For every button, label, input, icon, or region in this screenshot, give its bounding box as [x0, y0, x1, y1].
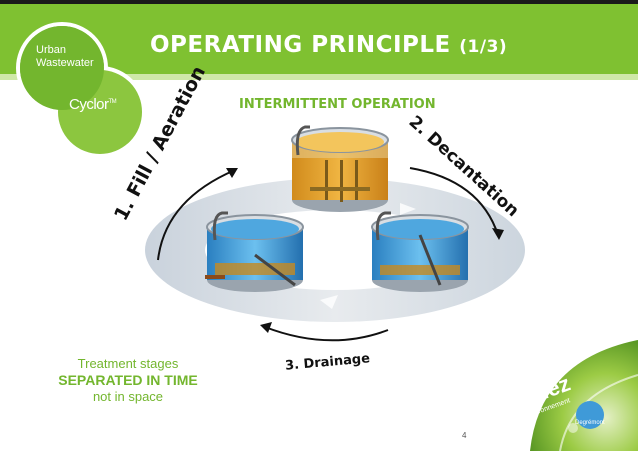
brand-line-1: Urban: [36, 44, 66, 56]
diagram-subtitle: INTERMITTENT OPERATION: [239, 97, 436, 112]
product-name: CyclorTM: [69, 96, 117, 113]
page-number: 4: [462, 431, 467, 440]
caption-line-3: not in space: [92, 389, 164, 404]
degremont-logo-icon: [576, 401, 604, 429]
title-main: OPERATING PRINCIPLE: [150, 32, 451, 58]
product-label: Cyclor: [69, 96, 109, 113]
arrow-drainage: [264, 326, 389, 342]
tank-drainage: [205, 211, 304, 292]
arrow-decantation: [409, 167, 499, 236]
brand-label: Urban Wastewater: [36, 44, 94, 70]
partner-logo: Degrémont: [575, 420, 605, 426]
caption-line-2: SEPARATED IN TIME: [58, 372, 198, 388]
tank-decantation: [371, 211, 469, 292]
caption: Treatment stages SEPARATED IN TIME not i…: [48, 356, 208, 404]
title-part: (1/3): [459, 37, 508, 57]
page-title: OPERATING PRINCIPLE (1/3): [150, 32, 507, 58]
tank-aeration: [291, 125, 389, 212]
arrow-fill-aeration: [157, 169, 236, 261]
cycle-diagram: [145, 125, 525, 322]
top-border: [0, 0, 638, 4]
brand-badge: [16, 22, 146, 158]
brand-line-2: Wastewater: [36, 57, 94, 69]
caption-line-1: Treatment stages: [77, 356, 179, 371]
corner-decoration: [530, 340, 638, 451]
product-mark: TM: [108, 99, 117, 105]
